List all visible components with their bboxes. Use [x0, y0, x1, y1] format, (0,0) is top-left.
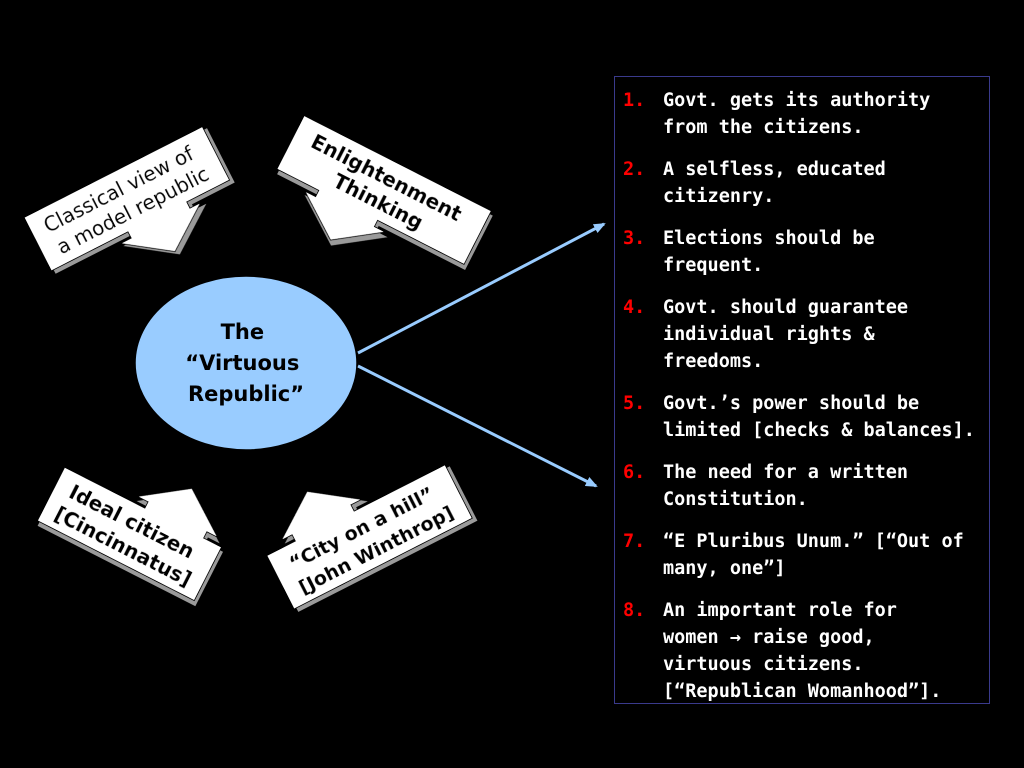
principles-box: 1. Govt. gets its authority from the cit…	[614, 76, 990, 704]
connector-arrow-lower	[357, 364, 598, 488]
principle-item-1: 1. Govt. gets its authority from the cit…	[623, 87, 981, 141]
callout-enlightenment: Enlightenment Thinking	[276, 114, 492, 266]
center-line-1: The	[221, 320, 265, 344]
connector-arrow-upper	[357, 222, 606, 355]
principle-text: An important role for women → raise good…	[663, 600, 942, 702]
principle-number: 5.	[623, 393, 646, 414]
principle-text: Govt. should guarantee individual rights…	[663, 297, 909, 372]
callout-city-on-hill: “City on a hill” [John Winthrop]	[266, 464, 473, 610]
principle-text: The need for a written Constitution.	[663, 462, 909, 510]
center-line-2: “Virtuous	[185, 351, 299, 375]
svg-text:The “Virtuous Repu: The “Virtuous Republic”	[185, 320, 306, 406]
principle-item-7: 7. “E Pluribus Unum.” [“Out of many, one…	[623, 528, 981, 582]
center-ellipse	[134, 275, 358, 451]
principle-number: 8.	[623, 600, 646, 621]
callout-ideal-citizen: Ideal citizen [Cincinnatus]	[36, 466, 223, 602]
principle-item-2: 2. A selfless, educated citizenry.	[623, 156, 981, 210]
principle-text: A selfless, educated citizenry.	[663, 159, 886, 207]
center-node: The “Virtuous Republic”	[134, 275, 358, 451]
principles-list: 1. Govt. gets its authority from the cit…	[623, 87, 981, 705]
principle-item-3: 3. Elections should be frequent.	[623, 225, 981, 279]
principle-text: Govt.’s power should be limited [checks …	[663, 393, 975, 441]
principle-item-5: 5. Govt.’s power should be limited [chec…	[623, 390, 981, 444]
principle-item-4: 4. Govt. should guarantee individual rig…	[623, 294, 981, 375]
principle-item-6: 6. The need for a written Constitution.	[623, 459, 981, 513]
principle-text: “E Pluribus Unum.” [“Out of many, one”]	[663, 531, 964, 579]
principle-item-8: 8. An important role for women → raise g…	[623, 597, 981, 705]
principle-text: Elections should be frequent.	[663, 228, 875, 276]
principle-number: 7.	[623, 531, 646, 552]
principle-number: 4.	[623, 297, 646, 318]
principle-text: Govt. gets its authority from the citize…	[663, 90, 931, 138]
center-line-3: Republic”	[188, 382, 304, 406]
principle-number: 1.	[623, 90, 646, 111]
principle-number: 6.	[623, 462, 646, 483]
principle-number: 2.	[623, 159, 646, 180]
callout-classical-view: Classical view of a model republic	[23, 125, 231, 272]
principle-number: 3.	[623, 228, 646, 249]
